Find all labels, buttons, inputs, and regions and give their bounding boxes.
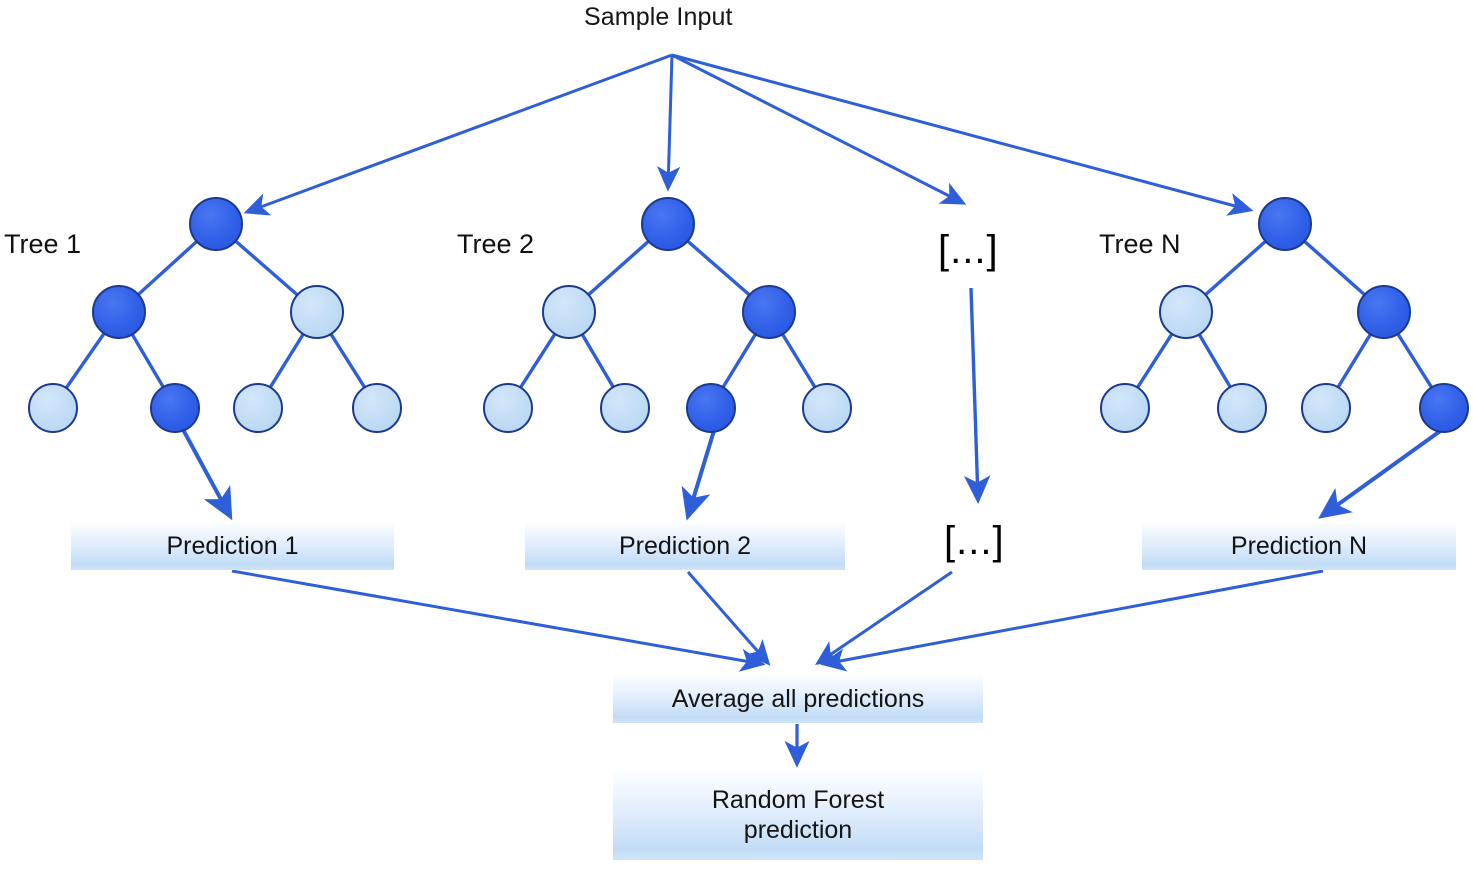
tree-2-leaf-3-node[interactable] xyxy=(686,383,736,433)
tree-n-root-node[interactable] xyxy=(1258,197,1312,251)
tree-2-right-node[interactable] xyxy=(742,285,796,339)
leaf-to-prediction-edges xyxy=(178,422,1452,521)
prediction-n-box[interactable]: Prediction N xyxy=(1142,522,1456,570)
page-title: Sample Input xyxy=(584,3,733,31)
tree-n-leaf-2-node[interactable] xyxy=(1217,383,1267,433)
prediction-2-box[interactable]: Prediction 2 xyxy=(525,522,845,570)
input-fanout-edges xyxy=(243,53,1254,216)
tree-1-root-node[interactable] xyxy=(189,197,243,251)
tree-n-leaf-3-node[interactable] xyxy=(1301,383,1351,433)
tree-n-leaf-1-node[interactable] xyxy=(1100,383,1150,433)
tree-1-leaf-1-node[interactable] xyxy=(28,383,78,433)
ellipsis-tree-placeholder: [...] xyxy=(938,228,999,272)
tree-2-root-node[interactable] xyxy=(641,197,695,251)
tree-n-leaf-4-node[interactable] xyxy=(1419,383,1469,433)
tree-2-leaf-2-node[interactable] xyxy=(600,383,650,433)
tree-2-leaf-1-node[interactable] xyxy=(483,383,533,433)
ellipsis-edge xyxy=(963,287,991,505)
output-line-2: prediction xyxy=(743,816,853,844)
prediction-1-box[interactable]: Prediction 1 xyxy=(71,522,394,570)
ellipsis-prediction-placeholder: [...] xyxy=(944,519,1005,563)
tree-1-leaf-3-node[interactable] xyxy=(233,383,283,433)
average-predictions-box[interactable]: Average all predictions xyxy=(613,675,983,723)
tree-1-leaf-2-node[interactable] xyxy=(150,383,200,433)
tree-2-leaf-4-node[interactable] xyxy=(802,383,852,433)
output-line-1: Random Forest xyxy=(711,785,885,814)
tree-1-left-node[interactable] xyxy=(92,285,146,339)
tree-1-label: Tree 1 xyxy=(4,229,82,259)
random-forest-prediction-box[interactable]: Random Forest prediction xyxy=(613,770,983,860)
tree-n-label: Tree N xyxy=(1099,229,1181,259)
tree-2-label: Tree 2 xyxy=(457,229,535,259)
tree-2-left-node[interactable] xyxy=(542,285,596,339)
tree-1-right-node[interactable] xyxy=(290,285,344,339)
tree-1-leaf-4-node[interactable] xyxy=(352,383,402,433)
tree-n-right-node[interactable] xyxy=(1357,285,1411,339)
prediction-to-average-edges xyxy=(231,569,1324,672)
tree-n-left-node[interactable] xyxy=(1159,285,1213,339)
